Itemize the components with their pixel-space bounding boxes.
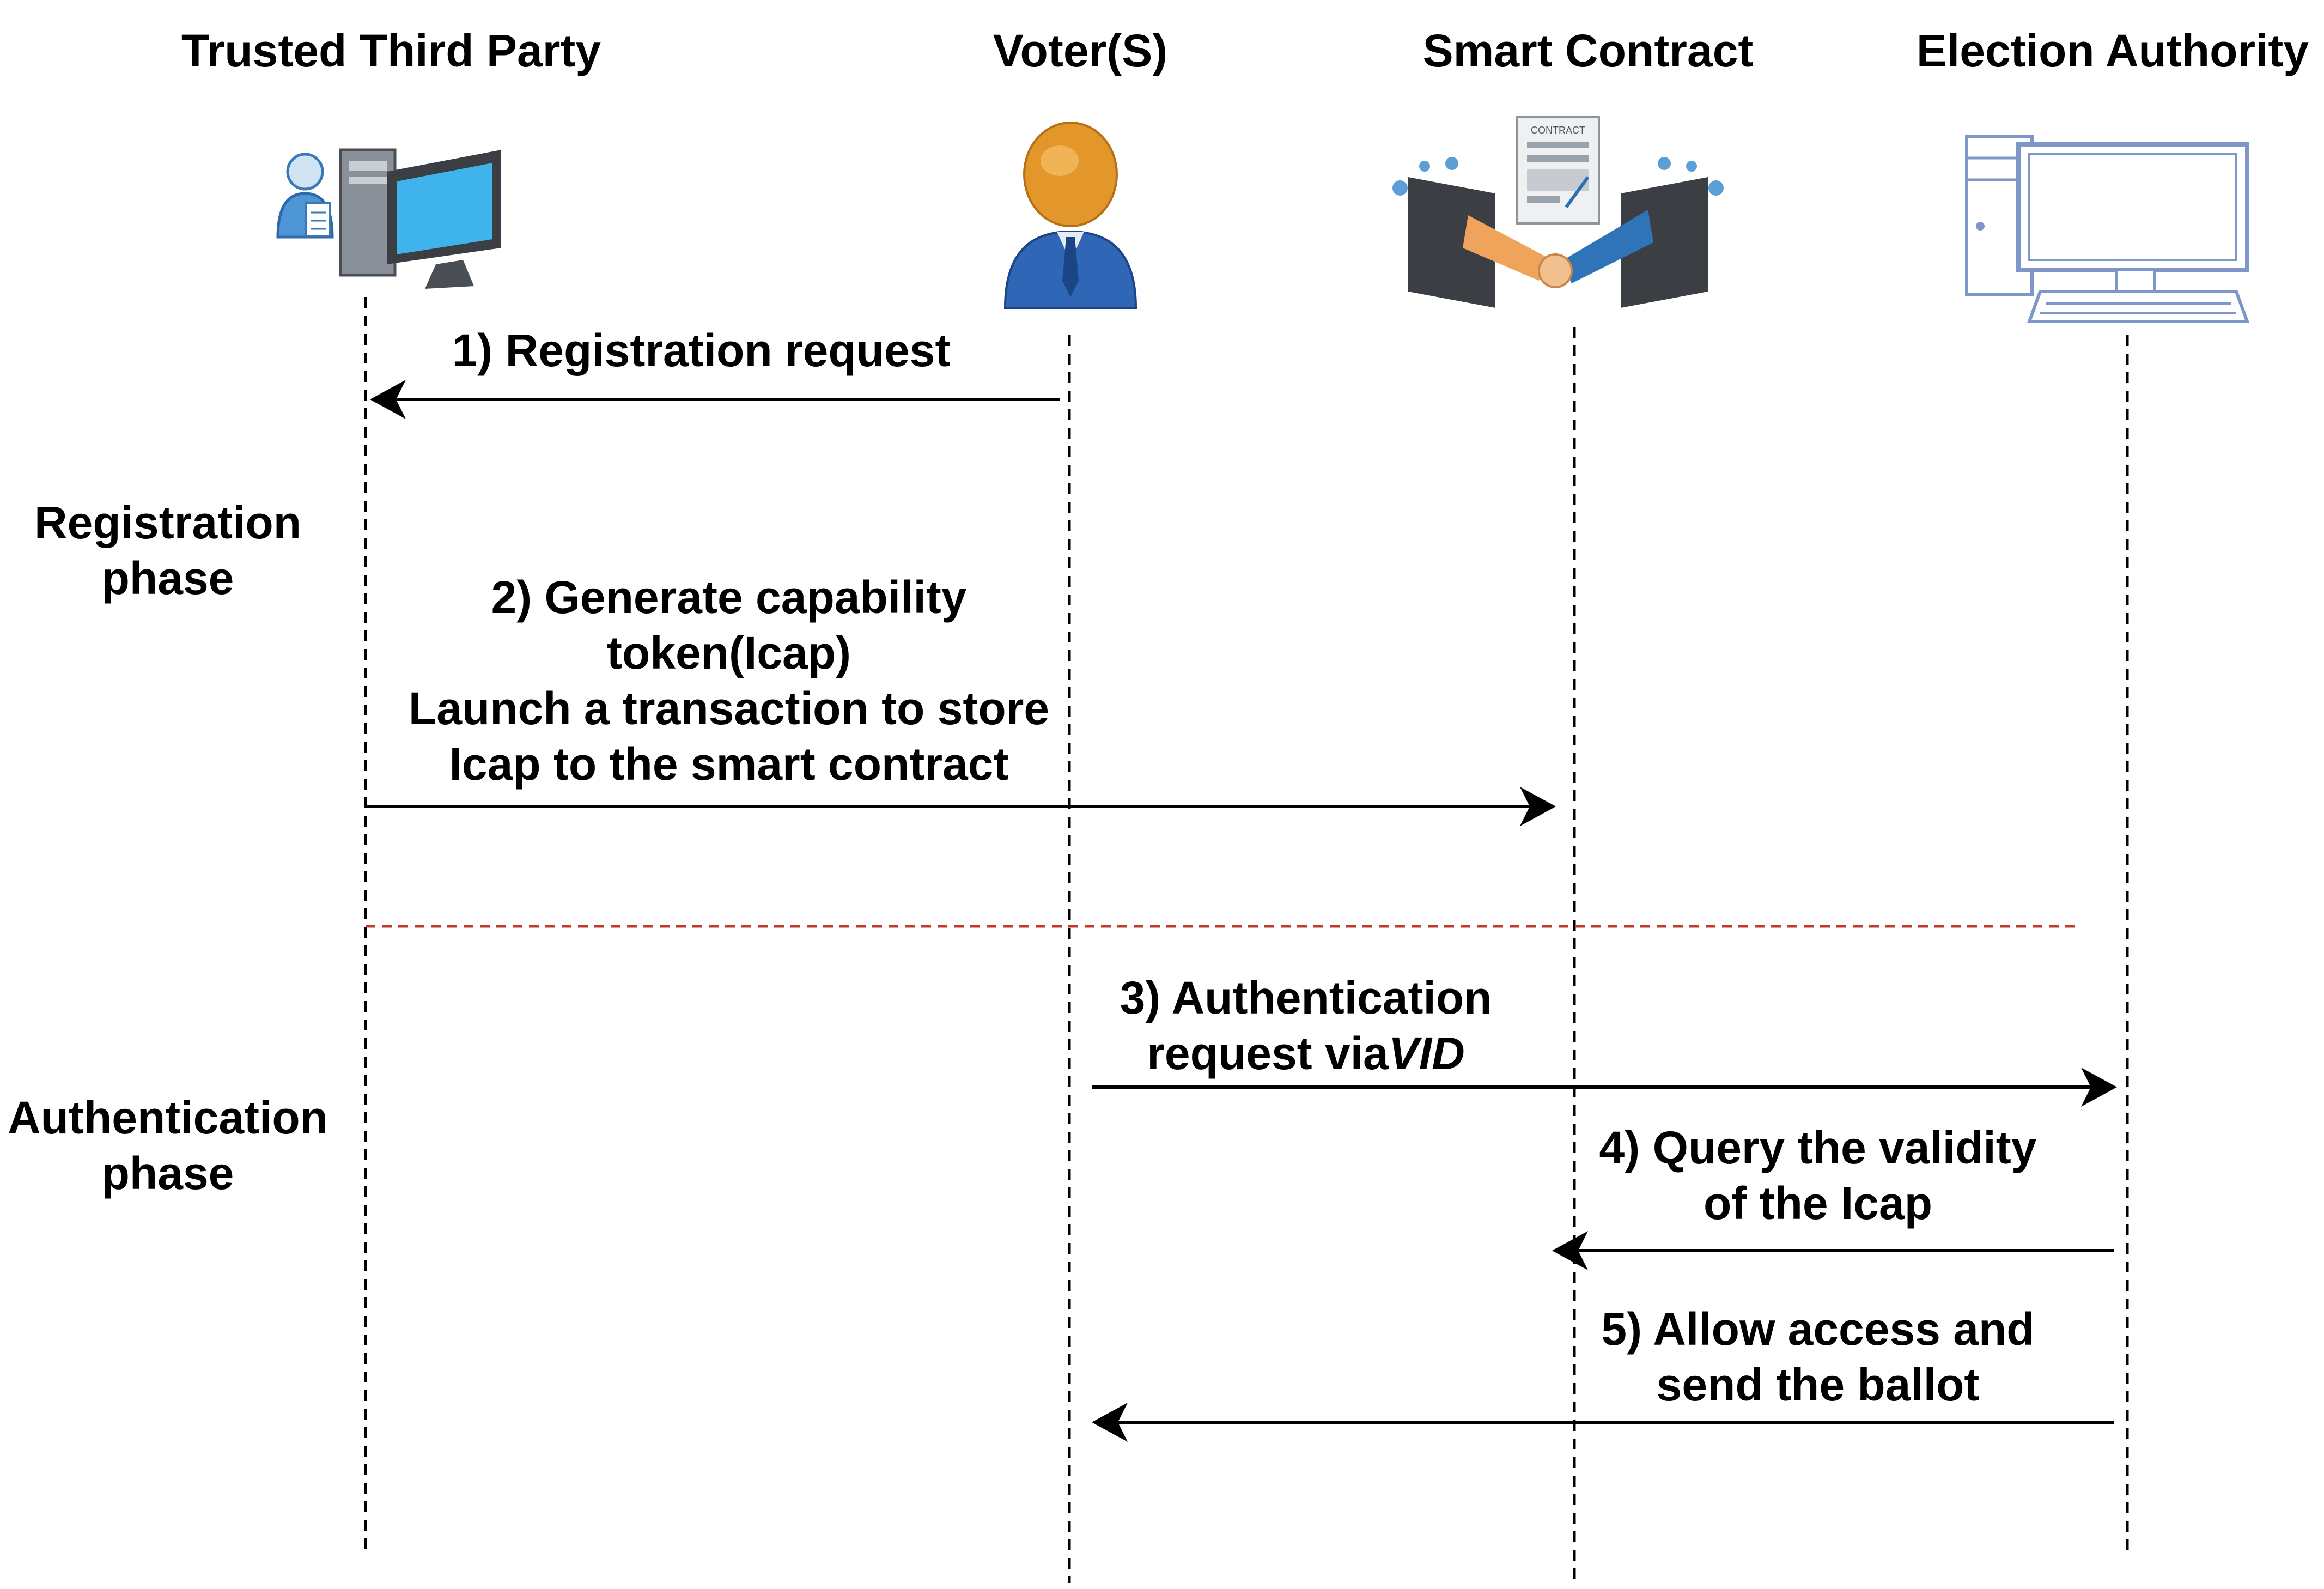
message-5-line1: 5) Allow access and	[1601, 1303, 2035, 1355]
contract-paper-text: CONTRACT	[1531, 125, 1585, 136]
phase-label-authentication: Authentication phase	[8, 1090, 328, 1201]
phase-label-registration: Registration phase	[34, 495, 301, 606]
message-label-4: 4) Query the validity of the Icap	[1599, 1120, 2037, 1231]
message-2-line2: token(Icap)	[606, 627, 851, 678]
message-2-line4: Icap to the smart contract	[449, 738, 1009, 790]
actor-title-contract: Smart Contract	[1422, 25, 1754, 76]
message-label-1: 1) Registration request	[452, 323, 951, 378]
message-label-5: 5) Allow access and send the ballot	[1601, 1301, 2034, 1412]
message-2-line3: Launch a transaction to store	[408, 683, 1050, 734]
message-3-vid: VID	[1388, 1028, 1465, 1079]
actor-title-authority: Election Authority	[1916, 25, 2309, 76]
phase-authentication-line1: Authentication	[8, 1092, 328, 1143]
message-label-2: 2) Generate capability token(Icap) Launc…	[409, 569, 1049, 792]
message-label-3: 3) Authentication request viaVID	[1120, 970, 1492, 1081]
actor-title-voter: Voter(S)	[993, 25, 1168, 76]
message-1-line1: 1) Registration request	[452, 325, 951, 376]
clerk-with-computer-icon	[276, 148, 501, 289]
message-4-line1: 4) Query the validity	[1599, 1122, 2037, 1173]
message-3-line2-prefix: request via	[1147, 1028, 1389, 1079]
user-avatar-icon	[1003, 122, 1137, 309]
message-2-line1: 2) Generate capability	[491, 572, 967, 623]
contract-handshake-icon: CONTRACT	[1392, 116, 1724, 308]
phase-registration-line1: Registration	[34, 497, 302, 548]
phase-authentication-line2: phase	[101, 1148, 234, 1199]
message-4-line2: of the Icap	[1703, 1178, 1933, 1229]
message-5-line2: send the ballot	[1656, 1359, 1980, 1410]
actor-title-ttp: Trusted Third Party	[181, 25, 601, 76]
phase-registration-line2: phase	[101, 553, 234, 604]
message-3-line1: 3) Authentication	[1120, 972, 1492, 1023]
desktop-computer-icon	[1965, 135, 2250, 323]
message-3-line2: request viaVID	[1120, 1026, 1492, 1081]
